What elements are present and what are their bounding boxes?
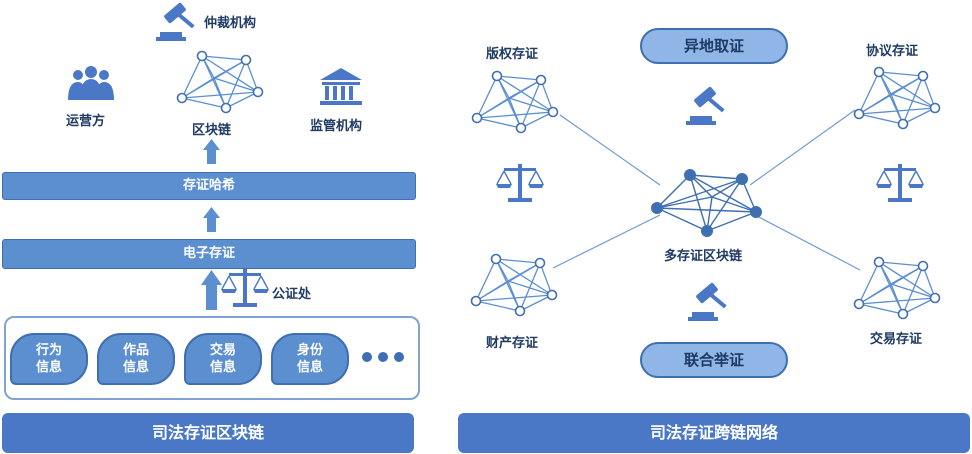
info-item-transaction: 交易 信息 (184, 333, 262, 385)
operator-label: 运营方 (66, 114, 106, 129)
gavel-icon-top (686, 86, 725, 125)
e-deposit-bar: 电子存证 (2, 239, 416, 269)
ellipsis-dot (394, 352, 404, 362)
info-item-behavior: 行为 信息 (10, 333, 88, 385)
remote-evidence-pill: 异地取证 (640, 28, 788, 64)
copyright-network-icon (471, 70, 559, 134)
scale-icon (220, 268, 270, 308)
people-icon (68, 66, 114, 100)
info-item-identity: 身份 信息 (271, 333, 349, 385)
ellipsis-dot (378, 352, 388, 362)
center-network-icon (651, 169, 762, 237)
building-icon (320, 68, 362, 105)
transaction-network-icon (853, 256, 941, 320)
transaction-label: 交易存证 (870, 332, 923, 347)
joint-evidence-pill: 联合举证 (640, 342, 788, 378)
right-footer-title: 司法存证跨链网络 (458, 413, 970, 453)
agreement-network-icon (853, 66, 941, 130)
hash-bar: 存证哈希 (2, 172, 416, 200)
left-footer-title: 司法存证区块链 (2, 413, 414, 453)
blockchain-network-icon (176, 50, 264, 114)
arrow-up-icon (201, 139, 222, 310)
gavel-icon-bottom (688, 282, 727, 321)
center-label: 多存证区块链 (664, 249, 743, 264)
arbitration-label: 仲裁机构 (204, 16, 257, 31)
agreement-label: 协议存证 (866, 44, 919, 59)
gavel-icon (156, 2, 195, 41)
ellipsis-dot (362, 352, 372, 362)
blockchain-label: 区块链 (192, 123, 232, 138)
property-network-icon (470, 253, 558, 317)
regulator-label: 监管机构 (310, 119, 363, 134)
copyright-label: 版权存证 (486, 47, 539, 62)
property-label: 财产存证 (486, 336, 539, 351)
scale-icon-right (875, 163, 925, 203)
info-item-works: 作品 信息 (97, 333, 175, 385)
notary-label: 公证处 (272, 287, 312, 302)
scale-icon-left (495, 163, 545, 203)
